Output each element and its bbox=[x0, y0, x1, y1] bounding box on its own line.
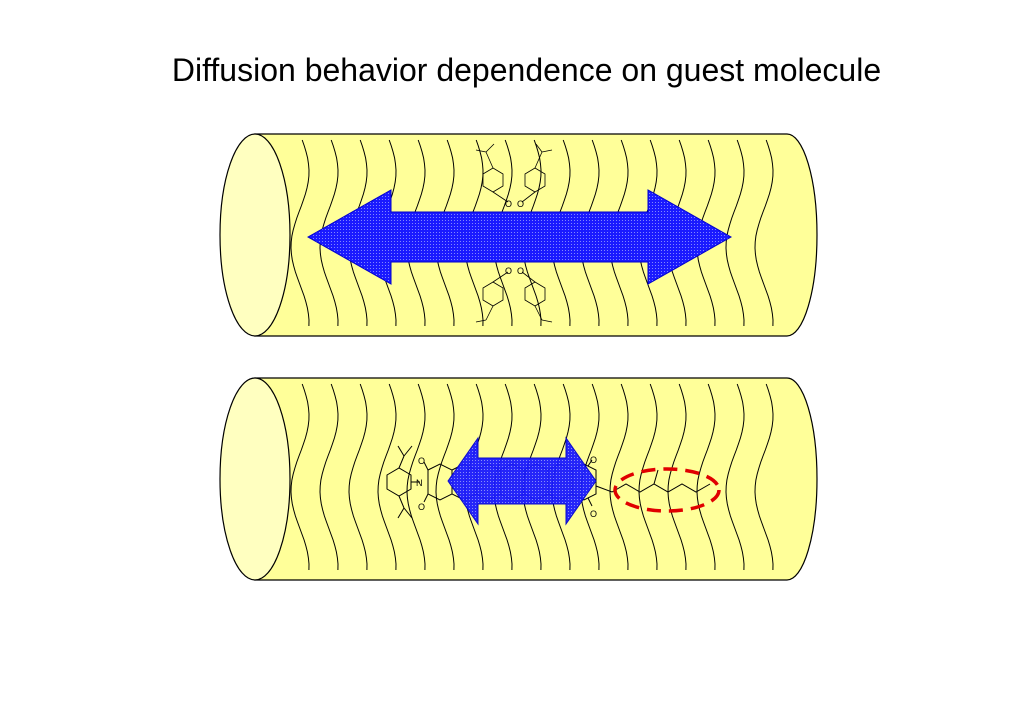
slide-title-text: Diffusion behavior dependence on guest m… bbox=[171, 52, 882, 88]
oxygen-label: O bbox=[590, 509, 597, 519]
alkyl-tail-highlight bbox=[613, 467, 721, 513]
slide-title: Diffusion behavior dependence on guest m… bbox=[0, 52, 1023, 89]
channel-wall-wave bbox=[319, 383, 339, 571]
channel-wall-wave bbox=[638, 383, 658, 571]
channel-wall-wave bbox=[754, 383, 774, 571]
channel-bottom-end bbox=[219, 377, 291, 581]
oxygen-label: O bbox=[505, 266, 512, 276]
channel-wall-wave bbox=[377, 383, 397, 571]
channel-top-end bbox=[219, 133, 291, 337]
oxygen-label: O bbox=[517, 199, 524, 209]
channel-wall-wave bbox=[696, 383, 716, 571]
oxygen-label: O bbox=[418, 456, 425, 466]
channel-wall-wave bbox=[406, 383, 426, 571]
channel-wall-wave bbox=[667, 383, 687, 571]
channel-wall-wave bbox=[725, 139, 745, 327]
nitrogen-label: N bbox=[416, 478, 423, 488]
double-arrow-bottom bbox=[447, 436, 597, 526]
channel-wall-wave bbox=[754, 139, 774, 327]
oxygen-label: O bbox=[517, 266, 524, 276]
channel-wall-wave bbox=[725, 383, 745, 571]
channel-bottom-waves bbox=[290, 383, 774, 571]
channel-wall-wave bbox=[435, 383, 455, 571]
oxygen-label: O bbox=[418, 502, 425, 512]
double-arrow-top bbox=[306, 189, 733, 285]
channel-wall-wave bbox=[290, 139, 310, 327]
channel-wall-wave bbox=[290, 383, 310, 571]
channel-wall-wave bbox=[609, 383, 629, 571]
oxygen-label: O bbox=[505, 199, 512, 209]
oxygen-label: O bbox=[590, 455, 597, 465]
channel-top: O O O O bbox=[219, 133, 818, 337]
channel-bottom: O N O O O bbox=[219, 377, 818, 581]
guest-molecule-top bbox=[475, 143, 553, 323]
channel-wall-wave bbox=[348, 383, 368, 571]
